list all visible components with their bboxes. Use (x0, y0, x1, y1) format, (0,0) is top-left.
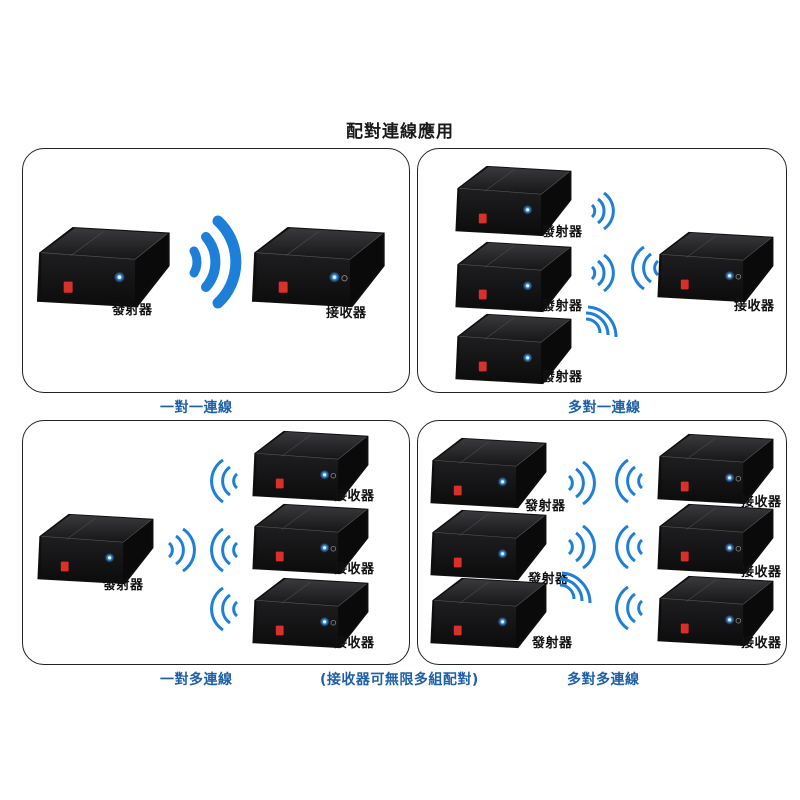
transmitter-label: 發射器 (542, 299, 583, 314)
wifi-signal-icon (167, 527, 196, 573)
panel-one-to-many: 發射器 接收器 接收器 接收器 (22, 420, 410, 665)
panel-many-to-many: 發射器 發射器 發射器 接收器 接收器 接收器 (417, 420, 787, 665)
receiver-label: 接收器 (734, 299, 775, 314)
wifi-signal-icon (631, 245, 660, 291)
receiver-label: 接收器 (334, 489, 375, 504)
caption-many-to-one: 多對一連線 (568, 400, 641, 416)
transmitter-label: 發射器 (112, 303, 153, 318)
receiver-label: 接收器 (741, 495, 782, 510)
panel-one-to-one: 發射器 接收器 (22, 148, 410, 393)
wifi-signal-icon (585, 305, 618, 338)
wifi-signal-icon (559, 571, 592, 604)
panel-many-to-one: 發射器 發射器 發射器 接收器 (417, 148, 787, 393)
transmitter-label: 發射器 (525, 499, 566, 514)
wifi-signal-icon (210, 586, 239, 632)
receiver-label: 接收器 (326, 306, 367, 321)
transmitter-device (28, 221, 173, 311)
caption-one-to-many: 一對多連線 (160, 672, 233, 688)
receiver-label: 接收器 (741, 636, 782, 651)
wifi-signal-icon (567, 524, 596, 570)
wifi-signal-icon (590, 253, 615, 293)
transmitter-label: 發射器 (542, 225, 583, 240)
wifi-signal-icon (210, 458, 239, 504)
receiver-label: 接收器 (334, 562, 375, 577)
transmitter-label: 發射器 (542, 370, 583, 385)
caption-many-to-many: 多對多連線 (567, 672, 640, 688)
wifi-signal-icon (590, 191, 615, 231)
transmitter-label: 發射器 (103, 578, 144, 593)
wifi-signal-icon (615, 524, 644, 570)
page-title: 配對連線應用 (346, 122, 454, 142)
receiver-device (243, 221, 388, 311)
caption-one-to-many-note: (接收器可無限多組配對) (320, 672, 479, 688)
receiver-label: 接收器 (334, 636, 375, 651)
wifi-signal-icon (615, 585, 644, 631)
receiver-label: 接收器 (741, 565, 782, 580)
wifi-signal-icon (567, 460, 596, 506)
transmitter-label: 發射器 (532, 636, 573, 651)
receiver-device (648, 227, 778, 305)
wifi-signal-icon (210, 527, 239, 573)
wifi-signal-icon (615, 458, 644, 504)
caption-one-to-one: 一對一連線 (160, 400, 233, 416)
wifi-signal-icon (189, 215, 242, 309)
